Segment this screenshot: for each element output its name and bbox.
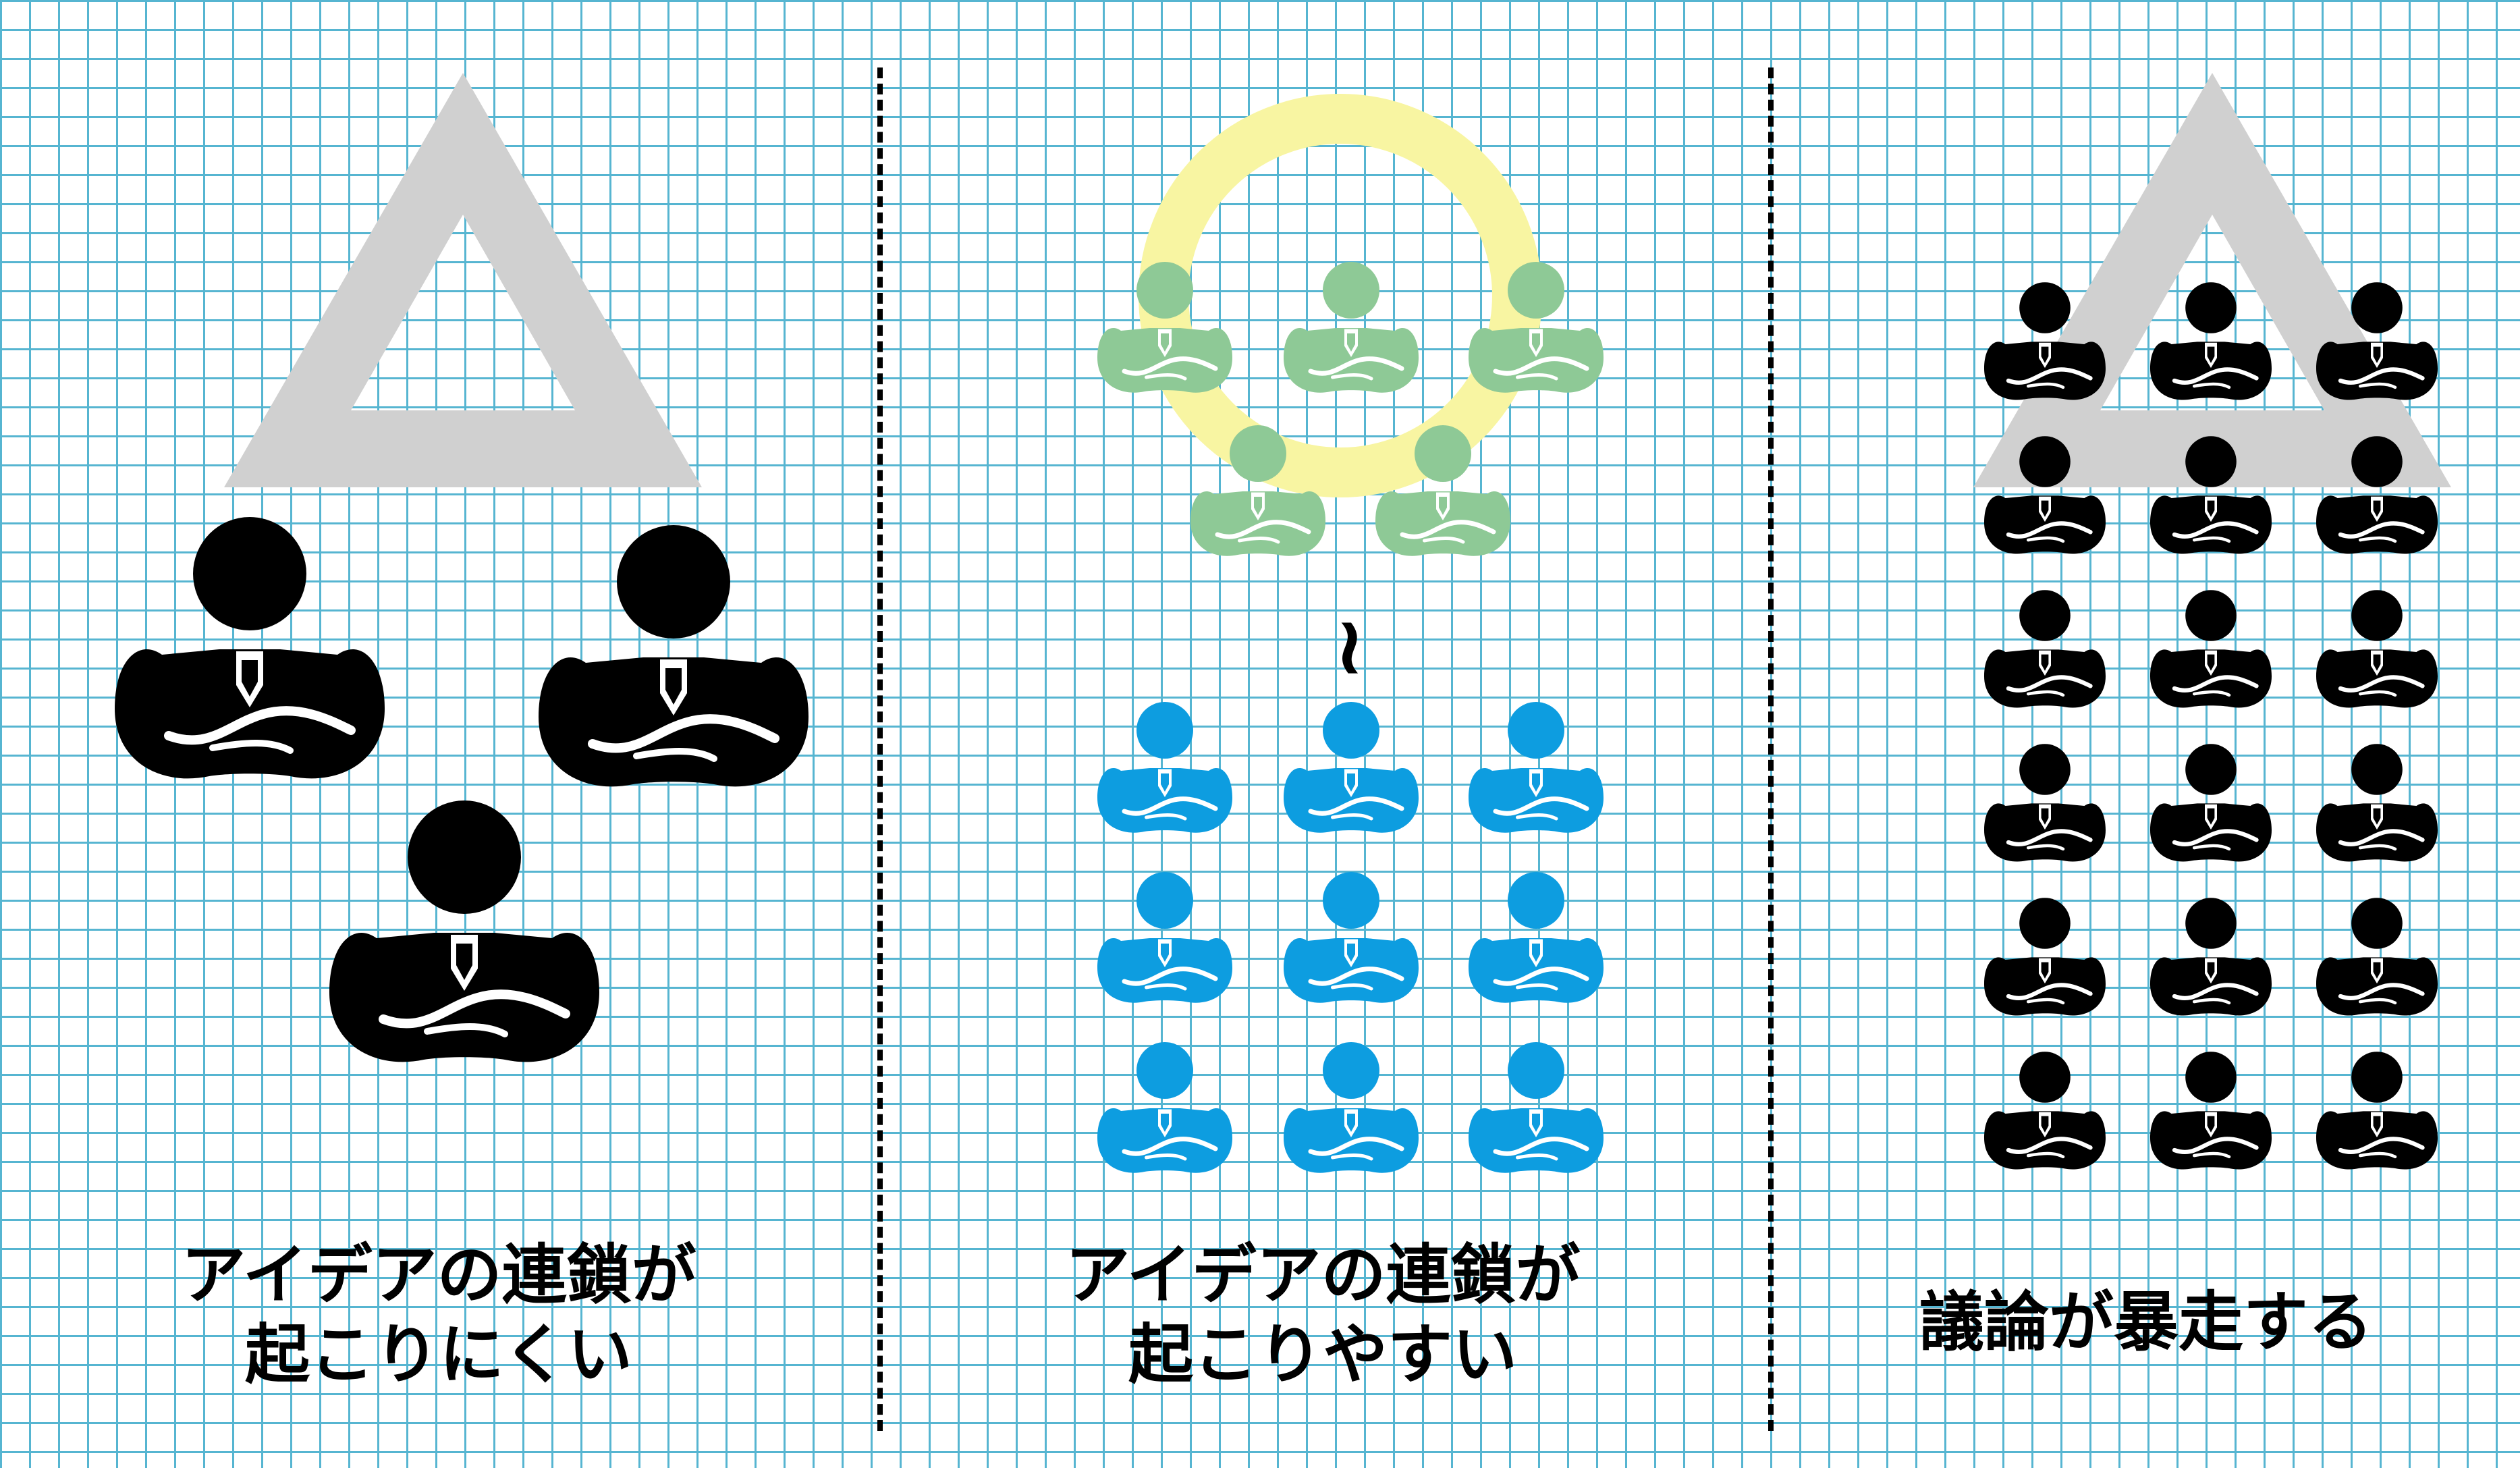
panel-right [1973, 73, 2451, 1170]
person-icon [1097, 872, 1232, 1003]
person-icon [2316, 1052, 2438, 1169]
person-icon [2150, 1052, 2272, 1169]
panel-left [115, 73, 809, 1062]
person-icon [1984, 590, 2106, 707]
person-icon [1984, 744, 2106, 861]
person-icon [1469, 872, 1604, 1003]
crowd-grid [1097, 702, 1604, 1173]
person-icon [1284, 1042, 1419, 1173]
person-icon [2316, 744, 2438, 861]
panel-center: ~ [1097, 94, 1604, 1173]
caption-right: 議論が暴走する [1919, 1284, 2373, 1360]
caption-left: アイデアの連鎖が 起こりにくい [181, 1237, 696, 1392]
person-icon [2150, 282, 2272, 400]
panel-divider-1 [877, 67, 883, 1431]
idea-group [1097, 262, 1604, 556]
person-icon [2150, 744, 2272, 861]
person-icon [1284, 702, 1419, 833]
person-icon [2150, 590, 2272, 707]
caption-center: アイデアの連鎖が 起こりやすい [1065, 1237, 1581, 1392]
panel-divider-2 [1768, 67, 1774, 1431]
connector-tilde: ~ [1305, 614, 1398, 682]
person-icon [329, 800, 599, 1062]
person-icon [1984, 898, 2106, 1015]
person-icon [1469, 1042, 1604, 1173]
person-icon [1284, 262, 1419, 393]
triangle-mark-icon [224, 73, 702, 487]
person-icon [1097, 1042, 1232, 1173]
person-icon [539, 525, 809, 786]
person-icon [2150, 898, 2272, 1015]
person-icon [115, 517, 385, 778]
person-icon [1284, 872, 1419, 1003]
person-icon [1469, 702, 1604, 833]
person-icon [2316, 898, 2438, 1015]
person-icon [1097, 702, 1232, 833]
triangle-mark-icon [1973, 73, 2451, 487]
person-icon [2316, 590, 2438, 707]
person-icon [1984, 1052, 2106, 1169]
